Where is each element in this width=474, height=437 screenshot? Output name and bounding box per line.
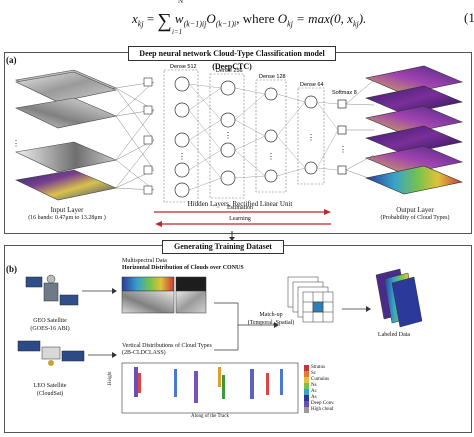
layer-label-softmax-8: Softmax 8 bbox=[332, 90, 357, 96]
layer-label-dense-64: Dense 64 bbox=[300, 82, 324, 88]
equation: xkj = ∑ w(k−1)ijO(k−1)i, where Okj = max… bbox=[0, 0, 474, 40]
cloud-profile-yaxis: Height bbox=[108, 371, 113, 385]
legend-item: As bbox=[311, 395, 317, 400]
panel-a-label: (a) bbox=[6, 55, 17, 65]
input-layer-label: Input Layer bbox=[50, 206, 84, 214]
legend-item: Sc bbox=[311, 371, 316, 376]
output-layer-label: Output Layer bbox=[396, 206, 434, 214]
vertical-title: Vertical Distributions of Cloud Types bbox=[122, 343, 212, 349]
legend-item: Ns bbox=[311, 383, 317, 388]
legend-item: Cumulus bbox=[311, 377, 330, 382]
learning-label: Learning bbox=[229, 216, 251, 222]
legend-item: Stratus bbox=[311, 365, 325, 370]
multispectral-title: Multispectral Data bbox=[122, 258, 167, 264]
estimation-label: Estimation bbox=[227, 205, 253, 211]
panel-b-label: (b) bbox=[6, 264, 17, 274]
match-bracket bbox=[214, 302, 274, 351]
svg-text:⋮: ⋮ bbox=[12, 139, 20, 148]
down-arrow bbox=[229, 231, 235, 241]
softmax-ellipsis: ⋮ bbox=[339, 145, 347, 154]
sum-upper: N bbox=[178, 0, 184, 5]
leo-satellite-icon bbox=[17, 340, 85, 366]
panel-a-title: Deep neural network Cloud-Type Classific… bbox=[128, 46, 336, 71]
geo-sub: (GOES-16 ABI) bbox=[30, 326, 70, 332]
cloud-profile-xaxis: Along of the Track bbox=[191, 414, 229, 419]
cloud-profile-legend: Stratus Sc Cumulus Ns Ac As Deep Conv. H… bbox=[311, 365, 351, 413]
layer-label-dense-256: Dense 256 bbox=[216, 68, 243, 74]
multispectral-images bbox=[121, 276, 207, 314]
cloud-profile-plot bbox=[121, 362, 309, 414]
input-layer-sub: (16 bands: 0.47μm to 13.28μm ) bbox=[28, 215, 106, 221]
layer3-ellipsis: ⋮ bbox=[267, 152, 275, 161]
match-up-label: Match-up bbox=[259, 312, 283, 318]
match-up-grid bbox=[287, 276, 334, 323]
equation-number: (1 bbox=[464, 10, 474, 25]
labeled-data-stack bbox=[375, 268, 423, 328]
input-nodes bbox=[143, 77, 153, 195]
legend-item: Deep Conv. bbox=[311, 401, 335, 406]
dnn-diagram: ⋮ Dense 512 Dense 256 Dense 128 Dense 64… bbox=[12, 64, 464, 227]
leo-label: LEO Satellite bbox=[33, 383, 67, 389]
output-layer-sub: (Probability of Cloud Types) bbox=[380, 215, 450, 221]
legend-item: Ac bbox=[311, 389, 317, 394]
vertical-sub: (2B-CLDCLASS) bbox=[122, 350, 166, 356]
match-up-sub: (Temporal, Spatial) bbox=[247, 320, 295, 326]
input-image-stack: ⋮ bbox=[12, 69, 117, 201]
training-dataset-diagram bbox=[17, 268, 423, 414]
geo-label: GEO Satellite bbox=[33, 318, 67, 324]
layer1-ellipsis: ⋮ bbox=[178, 152, 186, 161]
output-image-stack bbox=[364, 65, 464, 195]
hidden-layers-label: Hidden Layers, Rectified Linear Unit bbox=[187, 200, 293, 208]
panel-b-title: Generating Training Dataset bbox=[162, 240, 284, 254]
labeled-data-label: Labeled Data bbox=[377, 332, 411, 338]
sum-lower: i=1 bbox=[172, 28, 183, 36]
legend-item: High cloud bbox=[311, 407, 334, 412]
geo-satellite-icon bbox=[25, 274, 79, 306]
equation-text: xkj = ∑ w(k−1)ijO(k−1)i, where Okj = max… bbox=[132, 10, 367, 32]
layer-connections bbox=[188, 83, 339, 191]
layer2-ellipsis: ⋮ bbox=[224, 131, 232, 140]
layer-label-dense-512: Dense 512 bbox=[170, 64, 197, 70]
neuron-nodes bbox=[174, 76, 347, 198]
layer4-ellipsis: ⋮ bbox=[307, 133, 315, 142]
estimation-learning-arrows bbox=[154, 209, 331, 227]
leo-sub: (CloudSat) bbox=[36, 391, 64, 397]
multispectral-sub: Horizontal Distribution of Clouds over C… bbox=[122, 265, 244, 271]
layer-label-dense-128: Dense 128 bbox=[259, 74, 286, 80]
